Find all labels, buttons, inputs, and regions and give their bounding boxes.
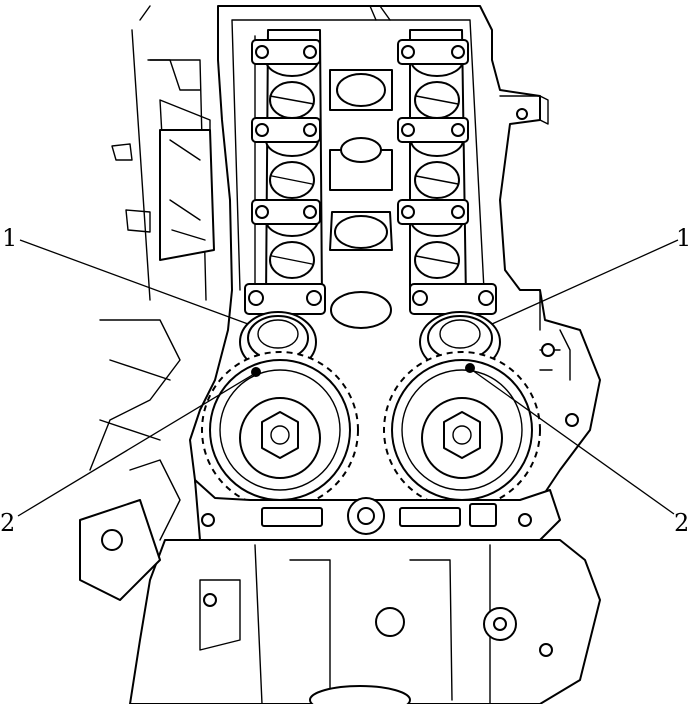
bearing-caps	[244, 39, 497, 315]
leader-left-bottom	[17, 373, 255, 517]
left-manifold	[79, 5, 215, 601]
leader-right-top	[491, 239, 679, 325]
left-camshaft	[265, 29, 323, 301]
callout-1-left: 1	[2, 224, 17, 252]
timing-gear-left	[201, 351, 359, 509]
timing-gear-right	[383, 351, 541, 509]
engine-block	[129, 479, 601, 704]
right-camshaft	[409, 29, 467, 301]
leader-left-top	[19, 239, 249, 325]
leader-right-bottom	[471, 369, 675, 515]
leader-lines	[17, 239, 679, 517]
center-bores	[329, 69, 393, 329]
callout-1-right: 1	[676, 224, 690, 252]
callout-2-right: 2	[674, 509, 689, 537]
callout-2-left: 2	[0, 509, 15, 537]
